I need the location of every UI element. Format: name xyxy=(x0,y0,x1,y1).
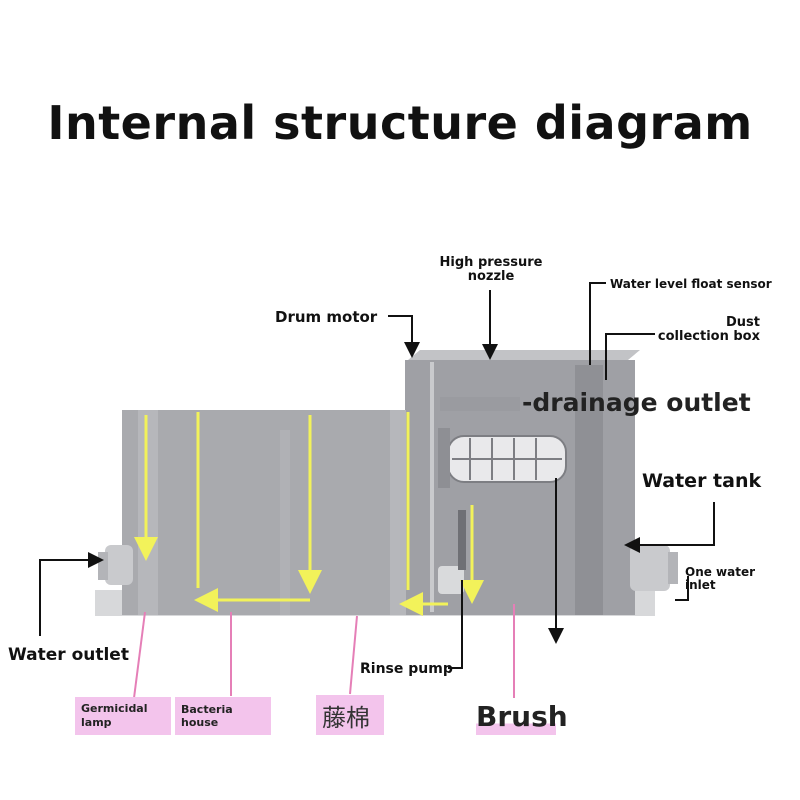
drum-inner-wall xyxy=(430,362,434,612)
label-one-water-inlet: One water inlet xyxy=(685,565,756,593)
tag-rattan-cotton: 藤棉 xyxy=(316,695,384,735)
label-high-pressure-nozzle: High pressure nozzle xyxy=(439,255,543,285)
housing-marking xyxy=(440,397,520,411)
label-drum-motor: Drum motor xyxy=(275,308,378,326)
tag-brush: Brush xyxy=(476,697,568,735)
partition-4 xyxy=(575,365,603,615)
inlet-pipe xyxy=(630,545,678,591)
diagram-title: Internal structure diagram xyxy=(47,96,753,150)
label-pointers xyxy=(39,282,715,669)
tag-pointers xyxy=(133,604,515,699)
tag-bacteria-house: Bacteria house xyxy=(175,697,271,735)
label-rinse-pump: Rinse pump xyxy=(360,661,453,677)
pump-shaft xyxy=(458,510,466,570)
partition-2 xyxy=(280,430,290,615)
label-water-tank: Water tank xyxy=(642,470,762,492)
label-water-outlet: Water outlet xyxy=(8,645,129,665)
label-water-level-float-sensor: Water level float sensor xyxy=(610,277,772,291)
rinse-pump xyxy=(438,566,464,594)
drum-screen xyxy=(438,428,567,488)
partition-3 xyxy=(390,410,406,615)
label-dust-collection-box: Dust collection box xyxy=(657,315,760,345)
partition-1 xyxy=(138,410,158,615)
water-flow-arrows xyxy=(134,412,484,616)
drum-lid xyxy=(408,350,640,360)
tag-germicidal-lamp: Germicidal lamp xyxy=(75,697,171,735)
label-drainage-outlet: -drainage outlet xyxy=(522,388,751,417)
outlet-pipe xyxy=(98,545,133,585)
